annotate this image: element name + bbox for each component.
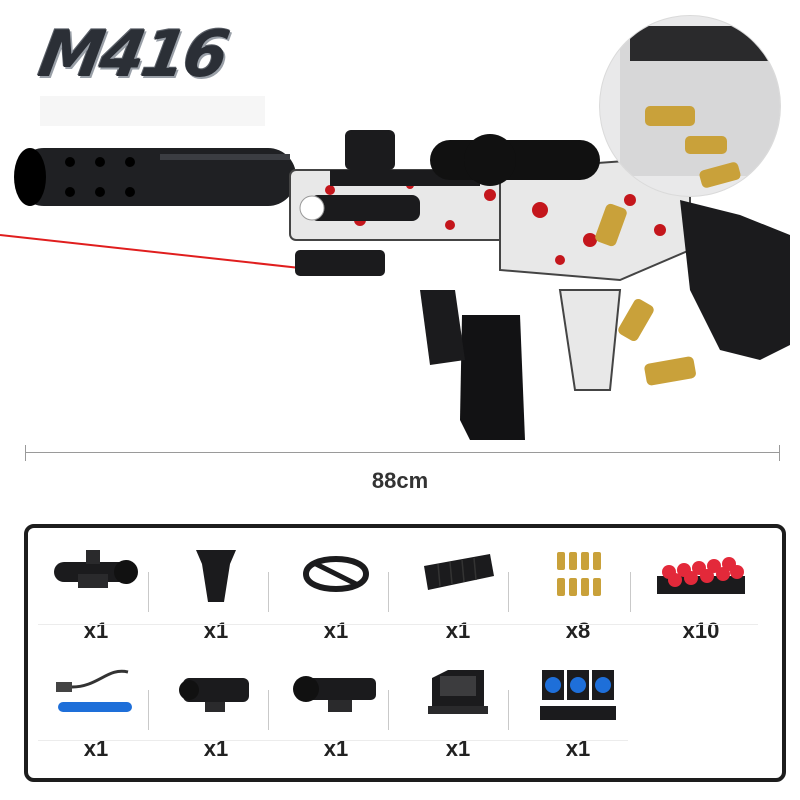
quantity: x10 [682,618,720,643]
product-title: M416 [33,18,232,92]
flashlight-icon [293,676,376,712]
quantity: x1 [203,736,229,761]
quantity: x1 [565,736,591,761]
quantity: x1 [203,618,229,643]
laser-sight-icon [179,678,249,712]
quantity: x1 [83,618,109,643]
accessory-tactical-flashlight: x1 [278,662,394,767]
length-dimension [25,445,780,461]
accessory-usb-charging-cable: x1 [38,662,154,767]
usb-cable-icon [56,669,132,712]
accessory-target-set: x1 [520,662,636,767]
mounted-red-dot [345,130,395,170]
magazine-icon [424,554,494,590]
magazine-mounted [460,315,525,440]
holo-sight-icon [428,670,488,714]
detail-inset [600,16,780,196]
casings-icon [557,552,601,596]
silencer [16,148,296,206]
accessory-magazine: x1 [400,544,516,649]
quantity: x1 [323,618,349,643]
target-icon [540,670,616,720]
accessory-shell-casings: x8 [520,544,636,649]
accessory-foregrip: x1 [158,544,274,649]
quantity: x8 [565,618,591,643]
quantity: x1 [323,736,349,761]
accessory-holographic-sight: x1 [400,662,516,767]
accessory-soft-bullet-rack: x10 [643,544,759,649]
scope-icon [54,550,138,588]
quantity: x1 [445,736,471,761]
title-underlay [40,96,265,126]
laser-beam [0,234,301,269]
pistol-grip [558,289,622,391]
bullet-rack-icon [657,557,745,594]
sling-icon [302,556,370,592]
vertical-foregrip [420,290,465,365]
quantity: x1 [445,618,471,643]
mounted-laser [295,250,385,276]
quantity: x1 [83,736,109,761]
accessories-panel: x1 x1 x1 [24,524,786,782]
stock [680,200,790,360]
foregrip-icon [196,550,236,602]
length-label: 88cm [371,468,429,493]
ejected-casings [595,203,696,386]
accessory-laser-sight: x1 [158,662,274,767]
mounted-flashlight [310,195,420,221]
accessory-red-dot-scope: x1 [38,544,154,649]
accessory-sling-strap: x1 [278,544,394,649]
